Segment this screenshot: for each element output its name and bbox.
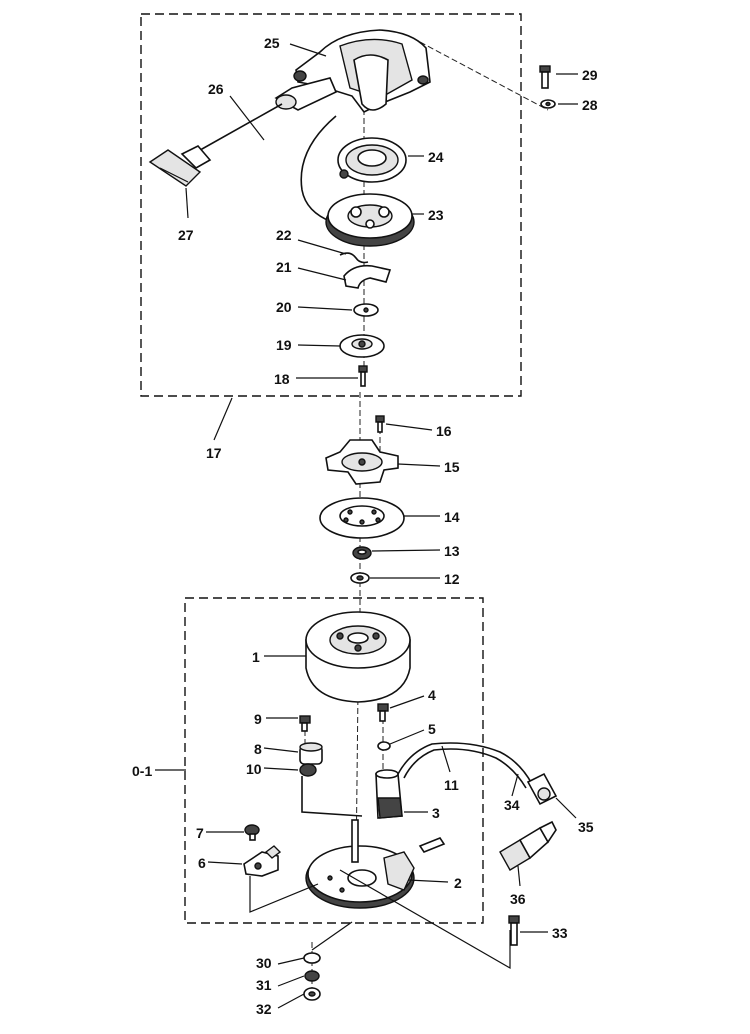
- screw-7: [244, 824, 260, 841]
- callout-19: 19: [276, 337, 292, 353]
- rewind-spring: [337, 137, 407, 183]
- washer-31: [304, 970, 320, 982]
- callout-30: 30: [256, 955, 272, 971]
- breaker-points: [243, 845, 282, 877]
- callout-27: 27: [178, 227, 194, 243]
- callout-9: 9: [254, 711, 262, 727]
- callout-31: 31: [256, 977, 272, 993]
- callout-12: 12: [444, 571, 460, 587]
- bolt-29: [539, 65, 551, 89]
- callout-36: 36: [510, 891, 526, 907]
- callout-26: 26: [208, 81, 224, 97]
- callout-4: 4: [428, 687, 436, 703]
- axis-bolt-29: [419, 41, 549, 111]
- callout-6: 6: [198, 855, 206, 871]
- ignition-coil: [375, 769, 403, 819]
- callout-17: 17: [206, 445, 222, 461]
- high-tension-lead-inner: [403, 748, 527, 789]
- rope-pulley: [325, 193, 415, 247]
- callout-2: 2: [454, 875, 462, 891]
- callout-22: 22: [276, 227, 292, 243]
- condenser-clamp: [299, 763, 363, 817]
- nut-32: [303, 987, 321, 1001]
- starter-housing: [274, 29, 431, 114]
- coil-screw-4: [377, 703, 389, 722]
- high-tension-lead: [397, 742, 533, 785]
- axis-washers-top: [311, 921, 353, 951]
- callout-33: 33: [552, 925, 568, 941]
- callout-35: 35: [578, 819, 594, 835]
- starter-cup: [325, 439, 399, 485]
- washer-30: [303, 952, 321, 964]
- starter-handle: [148, 145, 212, 187]
- callout-1: 1: [252, 649, 260, 665]
- callout-20: 20: [276, 299, 292, 315]
- callout-8: 8: [254, 741, 262, 757]
- starter-rope: [185, 103, 337, 223]
- callout-21: 21: [276, 259, 292, 275]
- callout-3: 3: [432, 805, 440, 821]
- callout-29: 29: [582, 67, 598, 83]
- callout-14: 14: [444, 509, 460, 525]
- center-axis-lower: [355, 689, 359, 871]
- starter-box-pointer: [213, 397, 233, 441]
- spark-plug: [499, 820, 557, 871]
- callout-10: 10: [246, 761, 262, 777]
- callout-5: 5: [428, 721, 436, 737]
- callout-25: 25: [264, 35, 280, 51]
- callout-34: 34: [504, 797, 520, 813]
- flywheel-plate: [319, 497, 405, 539]
- retainer-screw: [358, 365, 368, 387]
- points-connection-line: [249, 876, 319, 913]
- callout-24: 24: [428, 149, 444, 165]
- flywheel: [305, 611, 411, 703]
- callout-23: 23: [428, 207, 444, 223]
- pawl: [343, 264, 392, 289]
- callout-7: 7: [196, 825, 204, 841]
- cup-bolt: [375, 415, 385, 433]
- condenser: [299, 742, 323, 765]
- leader-lines: [185, 43, 578, 1009]
- callout-01: 0-1: [132, 763, 152, 779]
- callout-13: 13: [444, 543, 460, 559]
- callout-11: 11: [444, 777, 459, 793]
- callout-28: 28: [582, 97, 598, 113]
- lock-washer-5: [377, 741, 391, 751]
- callout-18: 18: [274, 371, 290, 387]
- bolt-33: [508, 915, 520, 946]
- callout-15: 15: [444, 459, 460, 475]
- callout-32: 32: [256, 1001, 272, 1017]
- stator-plate: [305, 819, 446, 909]
- ignition-assembly-box: [184, 597, 484, 924]
- spark-plug-cap: [526, 772, 558, 806]
- flywheel-washer: [350, 572, 370, 584]
- callout-labels: 25 26 27 29 28 24 23 22 21 20 19 18 17 1…: [132, 35, 598, 1017]
- flywheel-nut: [352, 546, 372, 560]
- washer-28: [540, 99, 556, 109]
- starter-assembly-box: [140, 13, 522, 397]
- pawl-retainer: [339, 334, 385, 358]
- thrust-washer: [353, 303, 379, 317]
- callout-16: 16: [436, 423, 452, 439]
- coil-screw-9: [299, 715, 311, 732]
- stator-mount-line: [339, 869, 511, 970]
